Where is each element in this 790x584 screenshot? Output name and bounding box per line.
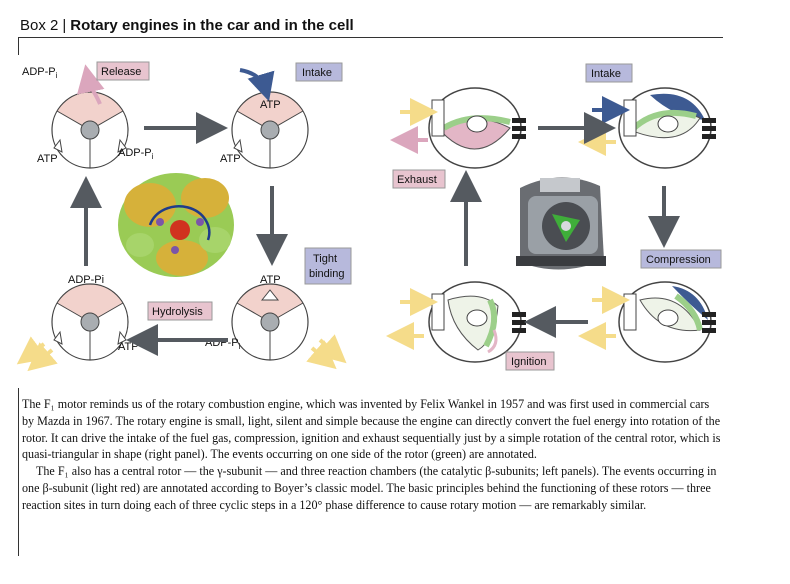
label-adp-pi-tl: ADP-Pi xyxy=(22,66,58,80)
wankel-state-intake xyxy=(618,87,716,169)
label-atp-tr-left: ATP xyxy=(220,153,241,165)
tag-release-bg xyxy=(96,61,150,81)
wankel-state-compression xyxy=(618,281,716,363)
f1-state-tight-binding xyxy=(231,283,309,361)
exit-arrow-bl-2 xyxy=(16,336,48,365)
intake-arrow-f1 xyxy=(239,68,275,102)
tag-intake-right-bg xyxy=(585,63,633,83)
figure-caption: The F₁ motor reminds us of the rotary co… xyxy=(22,396,722,514)
rotary-engine-photo xyxy=(512,176,612,276)
f1-state-release xyxy=(51,91,129,169)
release-arrow xyxy=(77,64,105,105)
f1-state-hydrolysis xyxy=(51,283,129,361)
caption-paragraph-1: The F₁ motor reminds us of the rotary co… xyxy=(22,397,721,462)
frame-rule-left xyxy=(18,388,19,556)
f1-state-intake xyxy=(231,91,309,169)
frame-rule-top xyxy=(18,37,19,55)
label-atp-tr-top: ATP xyxy=(260,99,281,111)
label-adp-pi-tl2: ADP-Pi xyxy=(118,147,154,161)
label-atp-tl: ATP xyxy=(37,153,58,165)
label-adp-pi-bl: ADP-Pi xyxy=(68,274,104,286)
f1-protein-structure-image xyxy=(118,173,234,277)
tag-tight-binding-bg xyxy=(304,247,352,285)
label-atp-bl: ATP xyxy=(118,341,139,353)
tag-intake-left-bg xyxy=(295,62,343,82)
tag-hydrolysis: Hydrolysis xyxy=(152,306,203,318)
box-heading: Box 2|Rotary engines in the car and in t… xyxy=(20,17,354,34)
tag-tight-binding-1: Tight xyxy=(313,253,337,265)
tag-tight-binding-2: binding xyxy=(309,268,344,280)
exit-arrow-br-2 xyxy=(316,334,347,364)
box-title: Rotary engines in the car and in the cel… xyxy=(70,17,354,34)
tag-intake-right: Intake xyxy=(591,68,621,80)
box-label: Box 2 xyxy=(20,17,59,34)
tag-exhaust: Exhaust xyxy=(397,174,437,186)
tag-exhaust-bg xyxy=(392,169,446,189)
tag-compression-bg xyxy=(640,249,722,269)
wankel-state-ignition xyxy=(428,281,526,363)
tag-ignition-bg xyxy=(505,351,555,371)
title-rule xyxy=(18,37,723,38)
tag-release: Release xyxy=(101,66,141,78)
tag-ignition: Ignition xyxy=(511,356,546,368)
tag-hydrolysis-bg xyxy=(147,301,213,321)
exit-arrow-br-1 xyxy=(306,340,337,370)
tag-compression: Compression xyxy=(646,254,711,266)
box-separator: | xyxy=(62,17,67,34)
exit-arrow-bl-1 xyxy=(27,342,58,372)
rotary-diagram: Release ADP-Pi ATP ADP-Pi Intake ATP ATP… xyxy=(16,61,722,372)
caption-paragraph-2: The F₁ also has a central rotor — the γ-… xyxy=(22,464,717,512)
tag-intake-left: Intake xyxy=(302,67,332,79)
label-atp-br-top: ATP xyxy=(260,274,281,286)
wankel-state-exhaust xyxy=(428,87,526,169)
